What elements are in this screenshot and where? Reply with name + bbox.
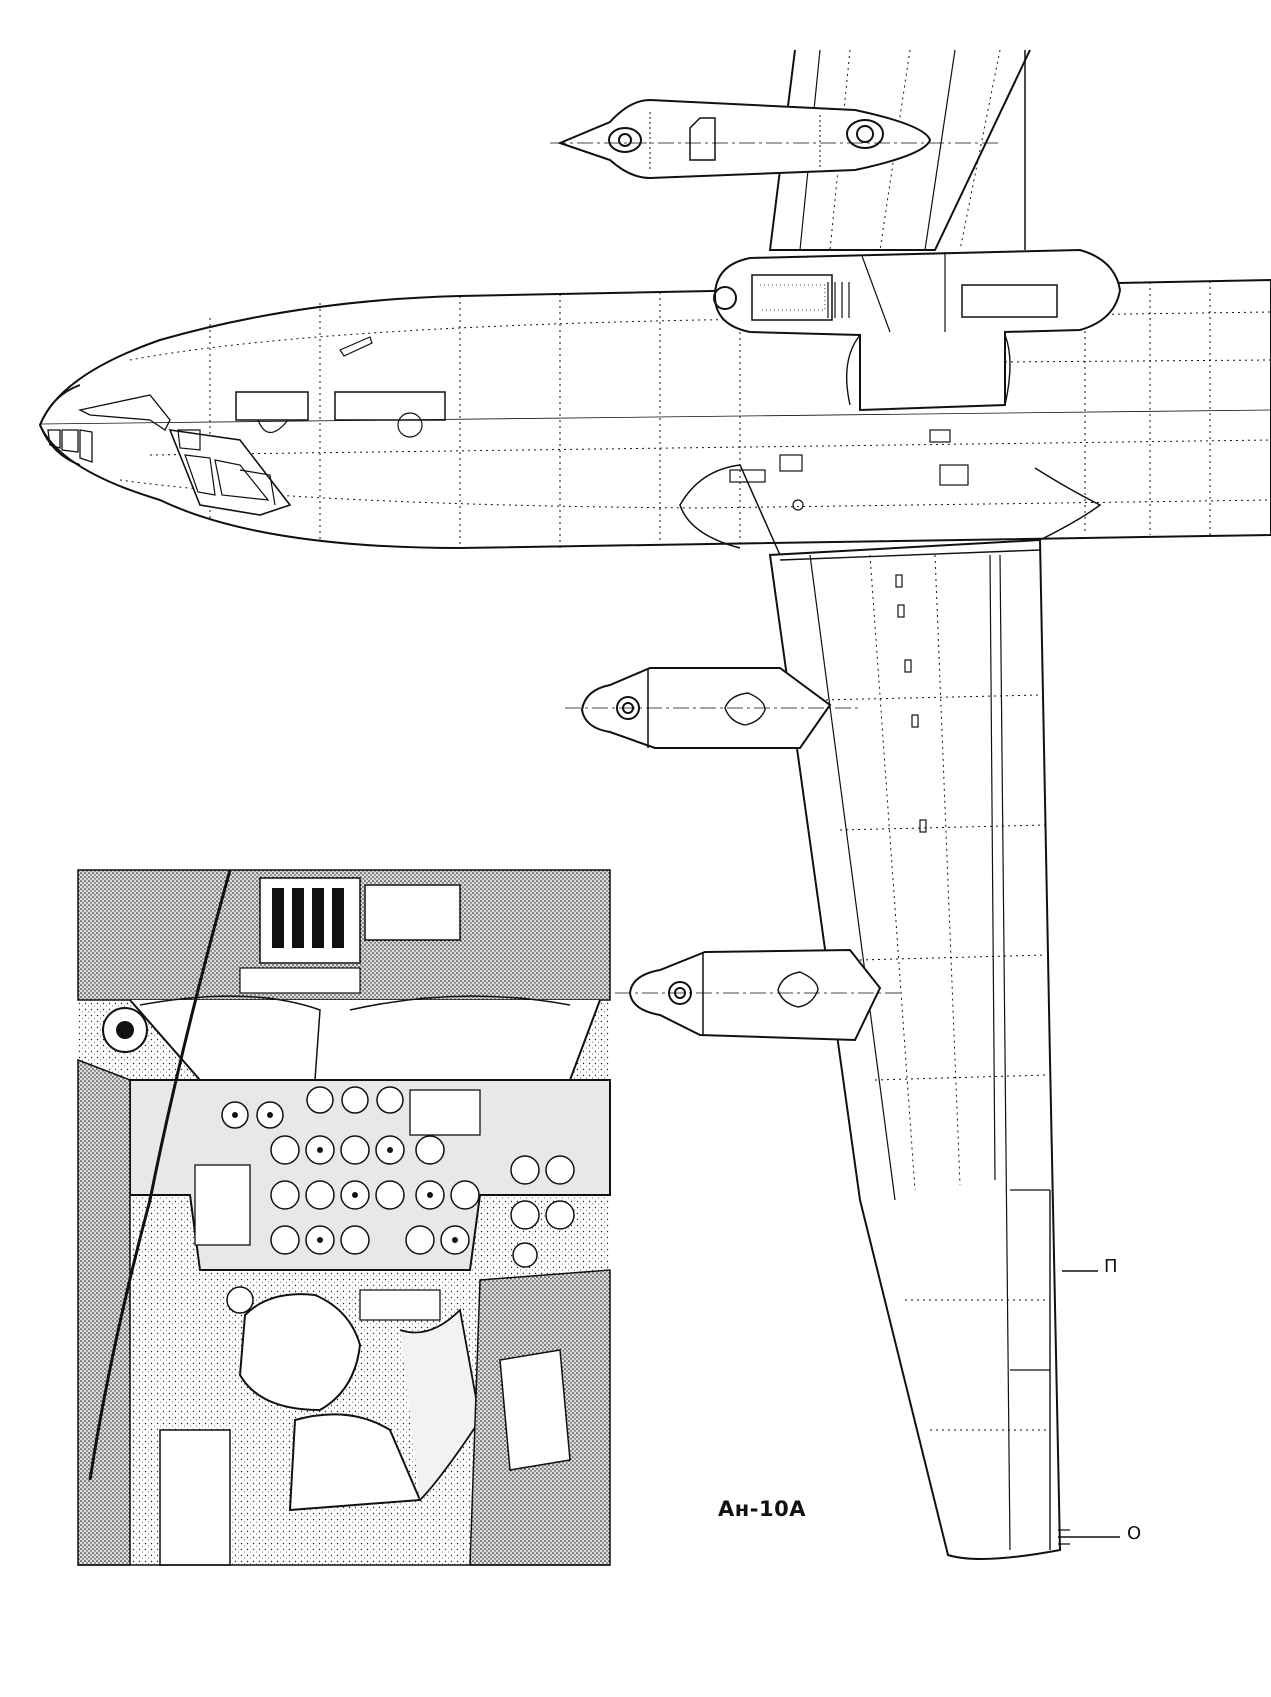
wing-lower: [679, 464, 1120, 1560]
nav-light-label: О: [1127, 1523, 1142, 1544]
engine-nacelle-lower-outer: [615, 948, 900, 1042]
aircraft-title: Ан-10А: [718, 1497, 806, 1521]
engine-nacelle-lower-inner: [565, 667, 860, 749]
cockpit-interior-inset: [77, 869, 611, 1566]
nose-glazing: [39, 384, 292, 516]
engine-nacelle-upper-inner: [713, 248, 1122, 412]
aileron-label: П: [1104, 1256, 1118, 1277]
engine-nacelle-upper-outer: [550, 98, 1000, 180]
